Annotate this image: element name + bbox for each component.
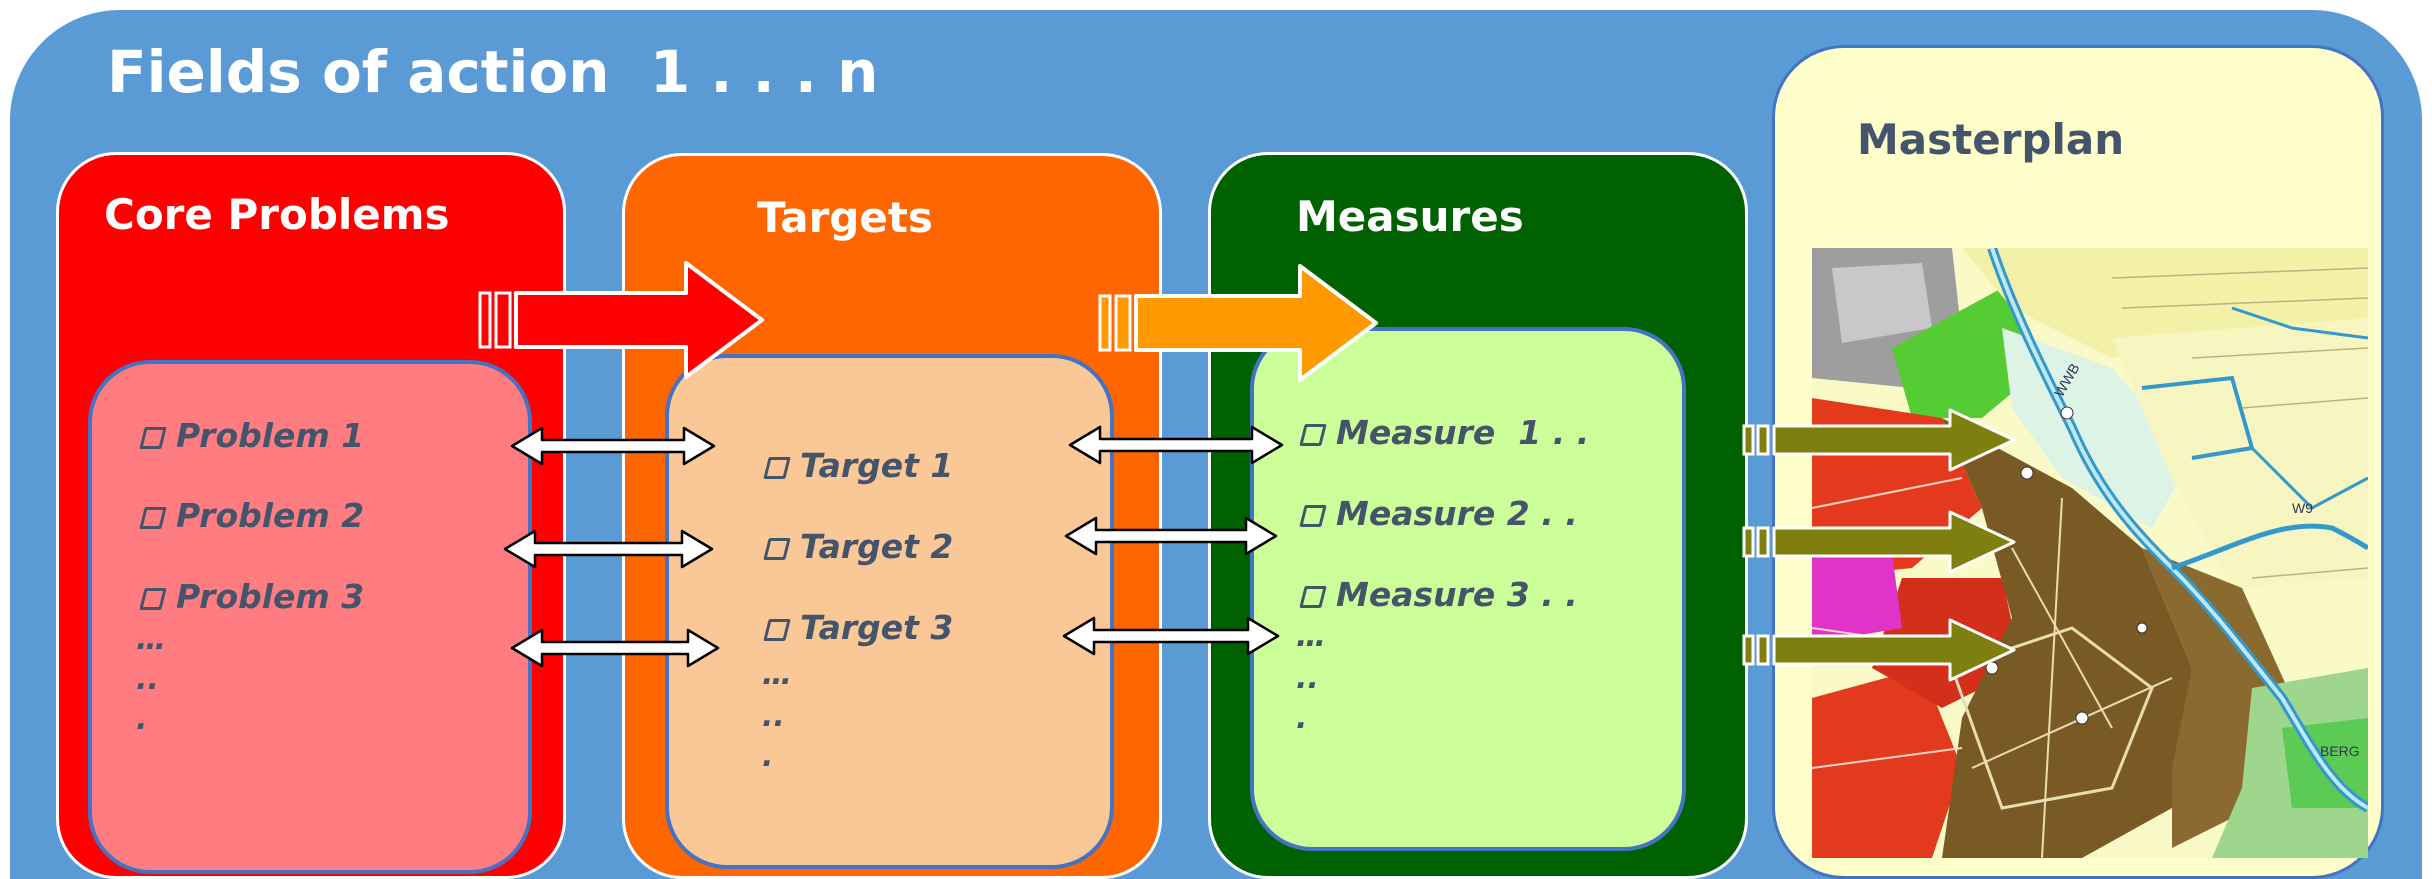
output-arrow-measure2-masterplan <box>1742 510 2016 574</box>
link-arrow-target2-measure2 <box>1064 516 1278 556</box>
ellipsis: . <box>1296 701 1308 736</box>
page-title: Fields of action 1 . . . n <box>107 38 879 106</box>
ellipsis: . <box>136 702 148 737</box>
targets-title: Targets <box>757 193 933 242</box>
ellipsis: . <box>762 739 774 774</box>
list-item: Measure 3 . . <box>1299 575 1578 614</box>
ellipsis: … <box>136 622 166 657</box>
core-problems-list-box <box>88 360 532 874</box>
link-arrow-problem2-target2 <box>503 529 714 569</box>
list-item: Target 1 <box>763 446 953 485</box>
link-arrow-problem3-target3 <box>510 628 720 668</box>
ellipsis: … <box>762 657 792 692</box>
list-item: Measure 2 . . <box>1299 494 1578 533</box>
output-arrow-measure1-masterplan <box>1742 408 2016 472</box>
list-item: Problem 3 <box>139 577 364 616</box>
masterplan-map: WWB W9 BERG <box>1812 248 2368 858</box>
measures-list-box <box>1250 327 1686 851</box>
list-item: Target 2 <box>763 527 953 566</box>
ellipsis: .. <box>136 662 159 697</box>
masterplan-title: Masterplan <box>1857 115 2125 164</box>
core-problems-title: Core Problems <box>104 190 450 239</box>
ellipsis: … <box>1296 619 1326 654</box>
targets-list-box <box>665 354 1114 869</box>
link-arrow-target3-measure3 <box>1062 616 1280 656</box>
ellipsis: .. <box>762 699 785 734</box>
flow-arrow-problems-to-targets <box>478 261 764 379</box>
measures-title: Measures <box>1296 192 1524 241</box>
map-label-w9: W9 <box>2292 500 2313 516</box>
link-arrow-problem1-target1 <box>510 426 716 466</box>
list-item: Problem 1 <box>139 416 364 455</box>
flow-arrow-targets-to-measures <box>1098 264 1378 382</box>
ellipsis: .. <box>1296 661 1319 696</box>
list-item: Problem 2 <box>139 496 364 535</box>
list-item: Measure 1 . . <box>1299 413 1589 452</box>
list-item: Target 3 <box>763 608 953 647</box>
link-arrow-target1-measure1 <box>1068 425 1284 465</box>
map-label-berg: BERG <box>2320 743 2360 759</box>
output-arrow-measure3-masterplan <box>1742 618 2016 682</box>
